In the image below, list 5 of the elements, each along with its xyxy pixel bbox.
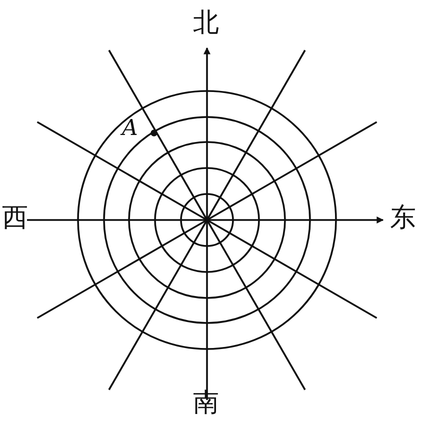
direction-label: 北 [193, 10, 219, 36]
direction-label: 南 [193, 390, 219, 416]
direction-label: 西 [2, 205, 28, 231]
direction-label: 东 [390, 205, 416, 231]
point-label: A [122, 118, 138, 140]
